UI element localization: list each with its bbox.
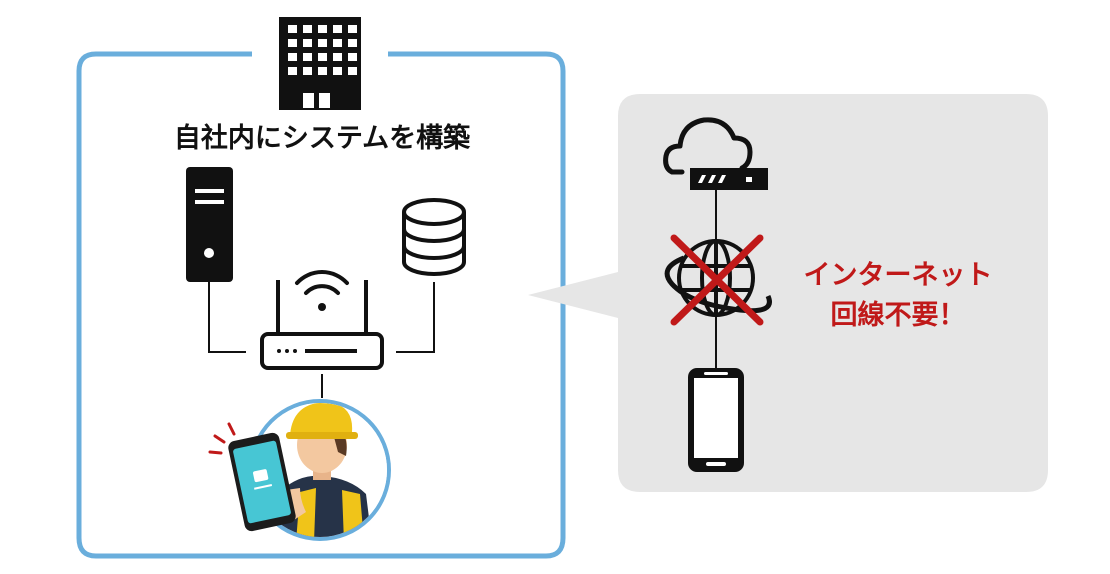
vibration-lines-icon bbox=[208, 422, 236, 455]
panel-title: 自社内にシステムを構築 bbox=[174, 122, 471, 154]
modem-icon bbox=[690, 168, 768, 190]
warning-line-2: 回線不要！ bbox=[831, 299, 966, 331]
wifi-signal-icon bbox=[295, 270, 349, 311]
worker-with-smartphone-illustration bbox=[208, 399, 391, 541]
server-tower-icon bbox=[186, 167, 233, 282]
red-cross-mark bbox=[670, 234, 764, 326]
database-icon bbox=[402, 198, 466, 276]
warning-line-1: インターネット bbox=[804, 260, 993, 291]
held-smartphone-icon bbox=[228, 432, 296, 532]
network-connector-lines bbox=[208, 282, 435, 398]
smartphone-icon bbox=[688, 368, 744, 472]
speech-bubble bbox=[528, 94, 1048, 492]
wifi-router-icon bbox=[260, 270, 384, 370]
cloud-icon bbox=[663, 117, 753, 175]
office-building-icon bbox=[279, 17, 361, 110]
on-premise-frame bbox=[76, 51, 566, 559]
